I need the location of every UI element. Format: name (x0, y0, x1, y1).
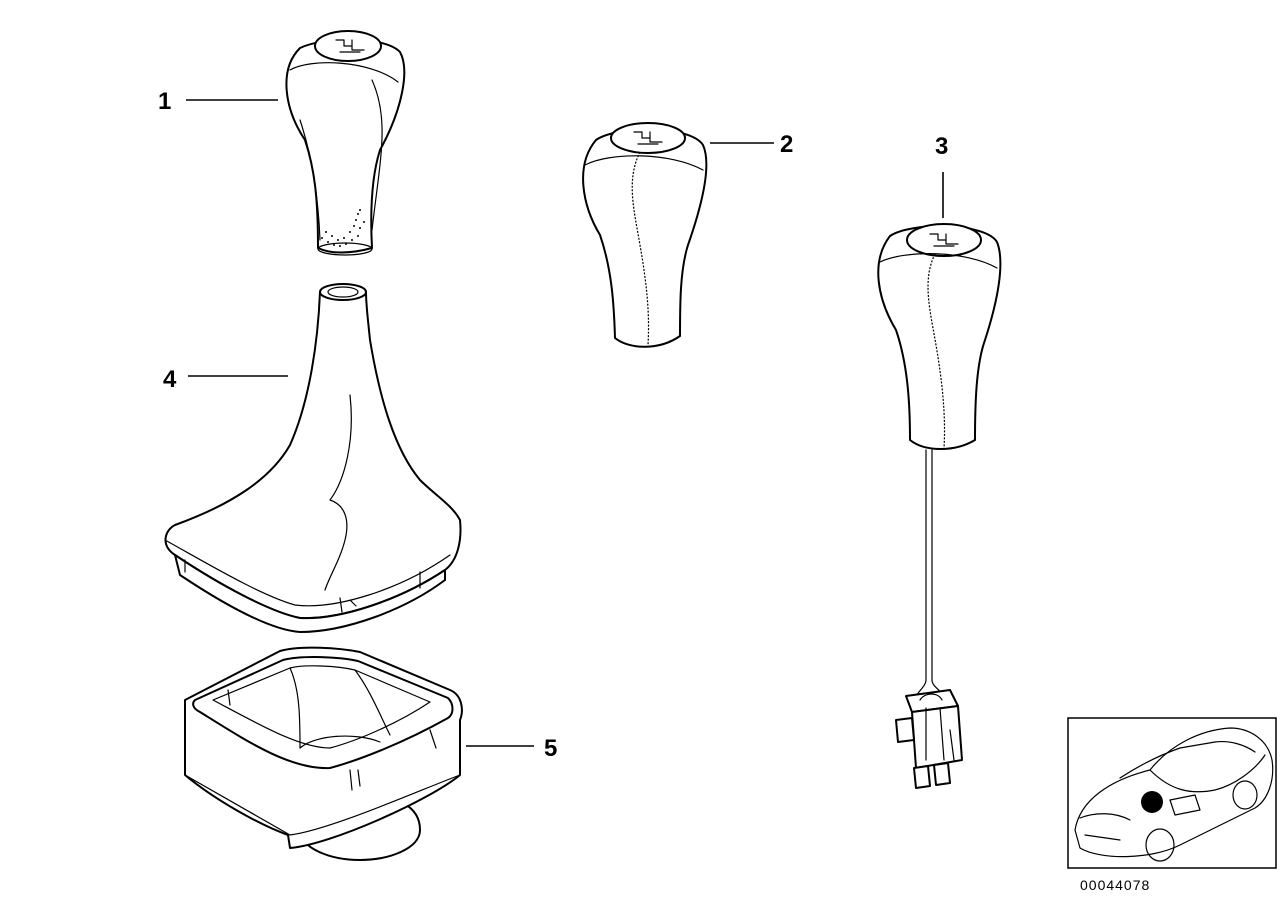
inset-frame (1067, 717, 1277, 869)
callout-3: 3 (935, 133, 948, 160)
callout-4: 4 (163, 366, 177, 393)
car-outline-icon (1074, 727, 1274, 862)
callout-1: 1 (158, 88, 171, 115)
part-2-gear-knob-leather[interactable] (582, 122, 708, 348)
location-dot-icon (1141, 791, 1163, 813)
part-5-frame-bezel[interactable] (184, 646, 463, 861)
part-1-gear-knob[interactable] (285, 30, 406, 256)
callout-5: 5 (544, 735, 557, 762)
car-locator-inset (1067, 717, 1277, 869)
part-4-gear-boot[interactable] (164, 283, 462, 633)
diagram-reference-number: 00044078 (1080, 877, 1150, 893)
part-3-gear-knob-with-cable[interactable] (877, 223, 1002, 789)
callout-2: 2 (780, 131, 793, 158)
